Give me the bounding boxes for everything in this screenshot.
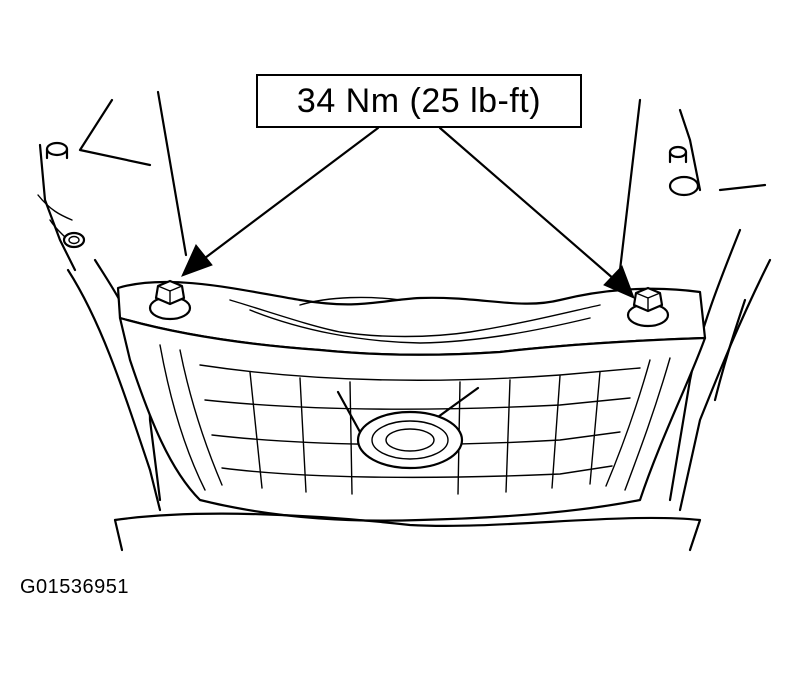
right-stud	[668, 145, 700, 197]
right-bolt	[626, 286, 670, 328]
leader-arrow-right	[438, 126, 635, 299]
torque-label: 34 Nm (25 lb-ft)	[296, 81, 542, 120]
left-stud	[45, 141, 86, 249]
figure-id: G01536951	[20, 576, 130, 598]
torque-callout: 34 Nm (25 lb-ft)	[256, 74, 582, 128]
grille	[118, 316, 707, 522]
left-bolt	[148, 279, 192, 321]
bumper	[113, 512, 702, 552]
leader-arrow-left	[181, 126, 380, 277]
